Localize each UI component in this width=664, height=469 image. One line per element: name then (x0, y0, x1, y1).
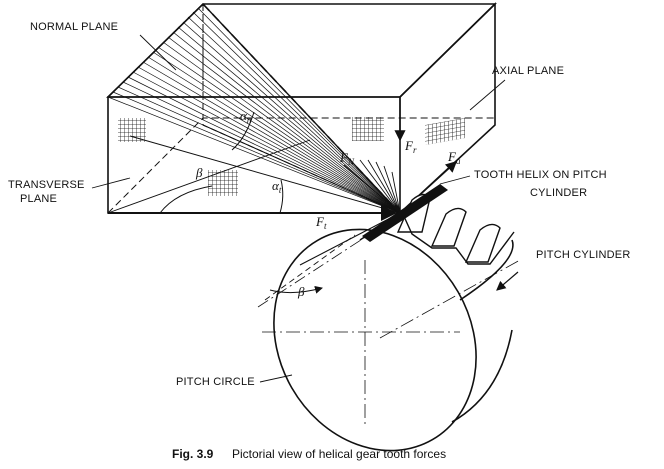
pitch-cylinder-arrow (496, 271, 519, 291)
axial-plane-label: AXIAL PLANE (492, 65, 564, 77)
alpha-n-ray (202, 124, 401, 214)
cylinder-bottom-line (451, 329, 513, 423)
normal-plane-label: NORMAL PLANE (30, 21, 118, 33)
fr-symbol: Fr (404, 138, 417, 155)
transverse-plane-leader (91, 177, 131, 189)
transverse-plane-label-2: PLANE (20, 193, 57, 205)
alpha-t-arc (279, 179, 284, 214)
beta-lower-symbol: β (297, 284, 305, 299)
beta-arc (159, 185, 213, 214)
cylinder-back-curve (459, 239, 514, 301)
figure-caption: Pictorial view of helical gear tooth for… (232, 447, 446, 461)
alpha-n-symbol: αn (240, 108, 252, 125)
tooth-helix-band (362, 184, 448, 242)
helix-dashed-line (264, 234, 356, 301)
hatch-patch (118, 118, 146, 142)
normal-plane-shading (107, 3, 401, 214)
pitch-cylinder-label: PITCH CYLINDER (536, 249, 630, 261)
figure-number: Fig. 3.9 (172, 447, 214, 461)
alpha-n-arc (231, 111, 255, 151)
box-top-face (106, 3, 497, 98)
hatch-patch (208, 170, 238, 196)
beta-ray (107, 139, 311, 214)
tooth-helix-label-2: CYLINDER (530, 187, 587, 199)
tooth-helix-leader (439, 175, 471, 185)
transverse-ray (129, 135, 401, 214)
axial-plane-leader (469, 79, 506, 111)
transverse-plane-label: TRANSVERSE (8, 179, 85, 191)
gear-tooth (464, 223, 501, 263)
fn-symbol: FN (339, 150, 355, 167)
hatch-patch (425, 118, 465, 146)
pitch-circle-label: PITCH CIRCLE (176, 376, 255, 388)
pitch-circle-ellipse (273, 228, 477, 452)
normal-plane-leader (139, 34, 177, 71)
fa-symbol: Fa (447, 149, 461, 166)
force-fn-shading (343, 159, 401, 214)
cylinder-axis (379, 259, 521, 339)
hatch-patch (352, 117, 384, 141)
pitch-circle-leader (259, 374, 293, 383)
beta-upper-symbol: β (195, 165, 203, 180)
gear-tooth (430, 207, 467, 247)
alpha-t-symbol: αt (272, 178, 282, 195)
beta-lower-arc (269, 285, 323, 294)
tooth-helix-label: TOOTH HELIX ON PITCH (474, 169, 607, 181)
ft-symbol: Ft (315, 214, 327, 231)
